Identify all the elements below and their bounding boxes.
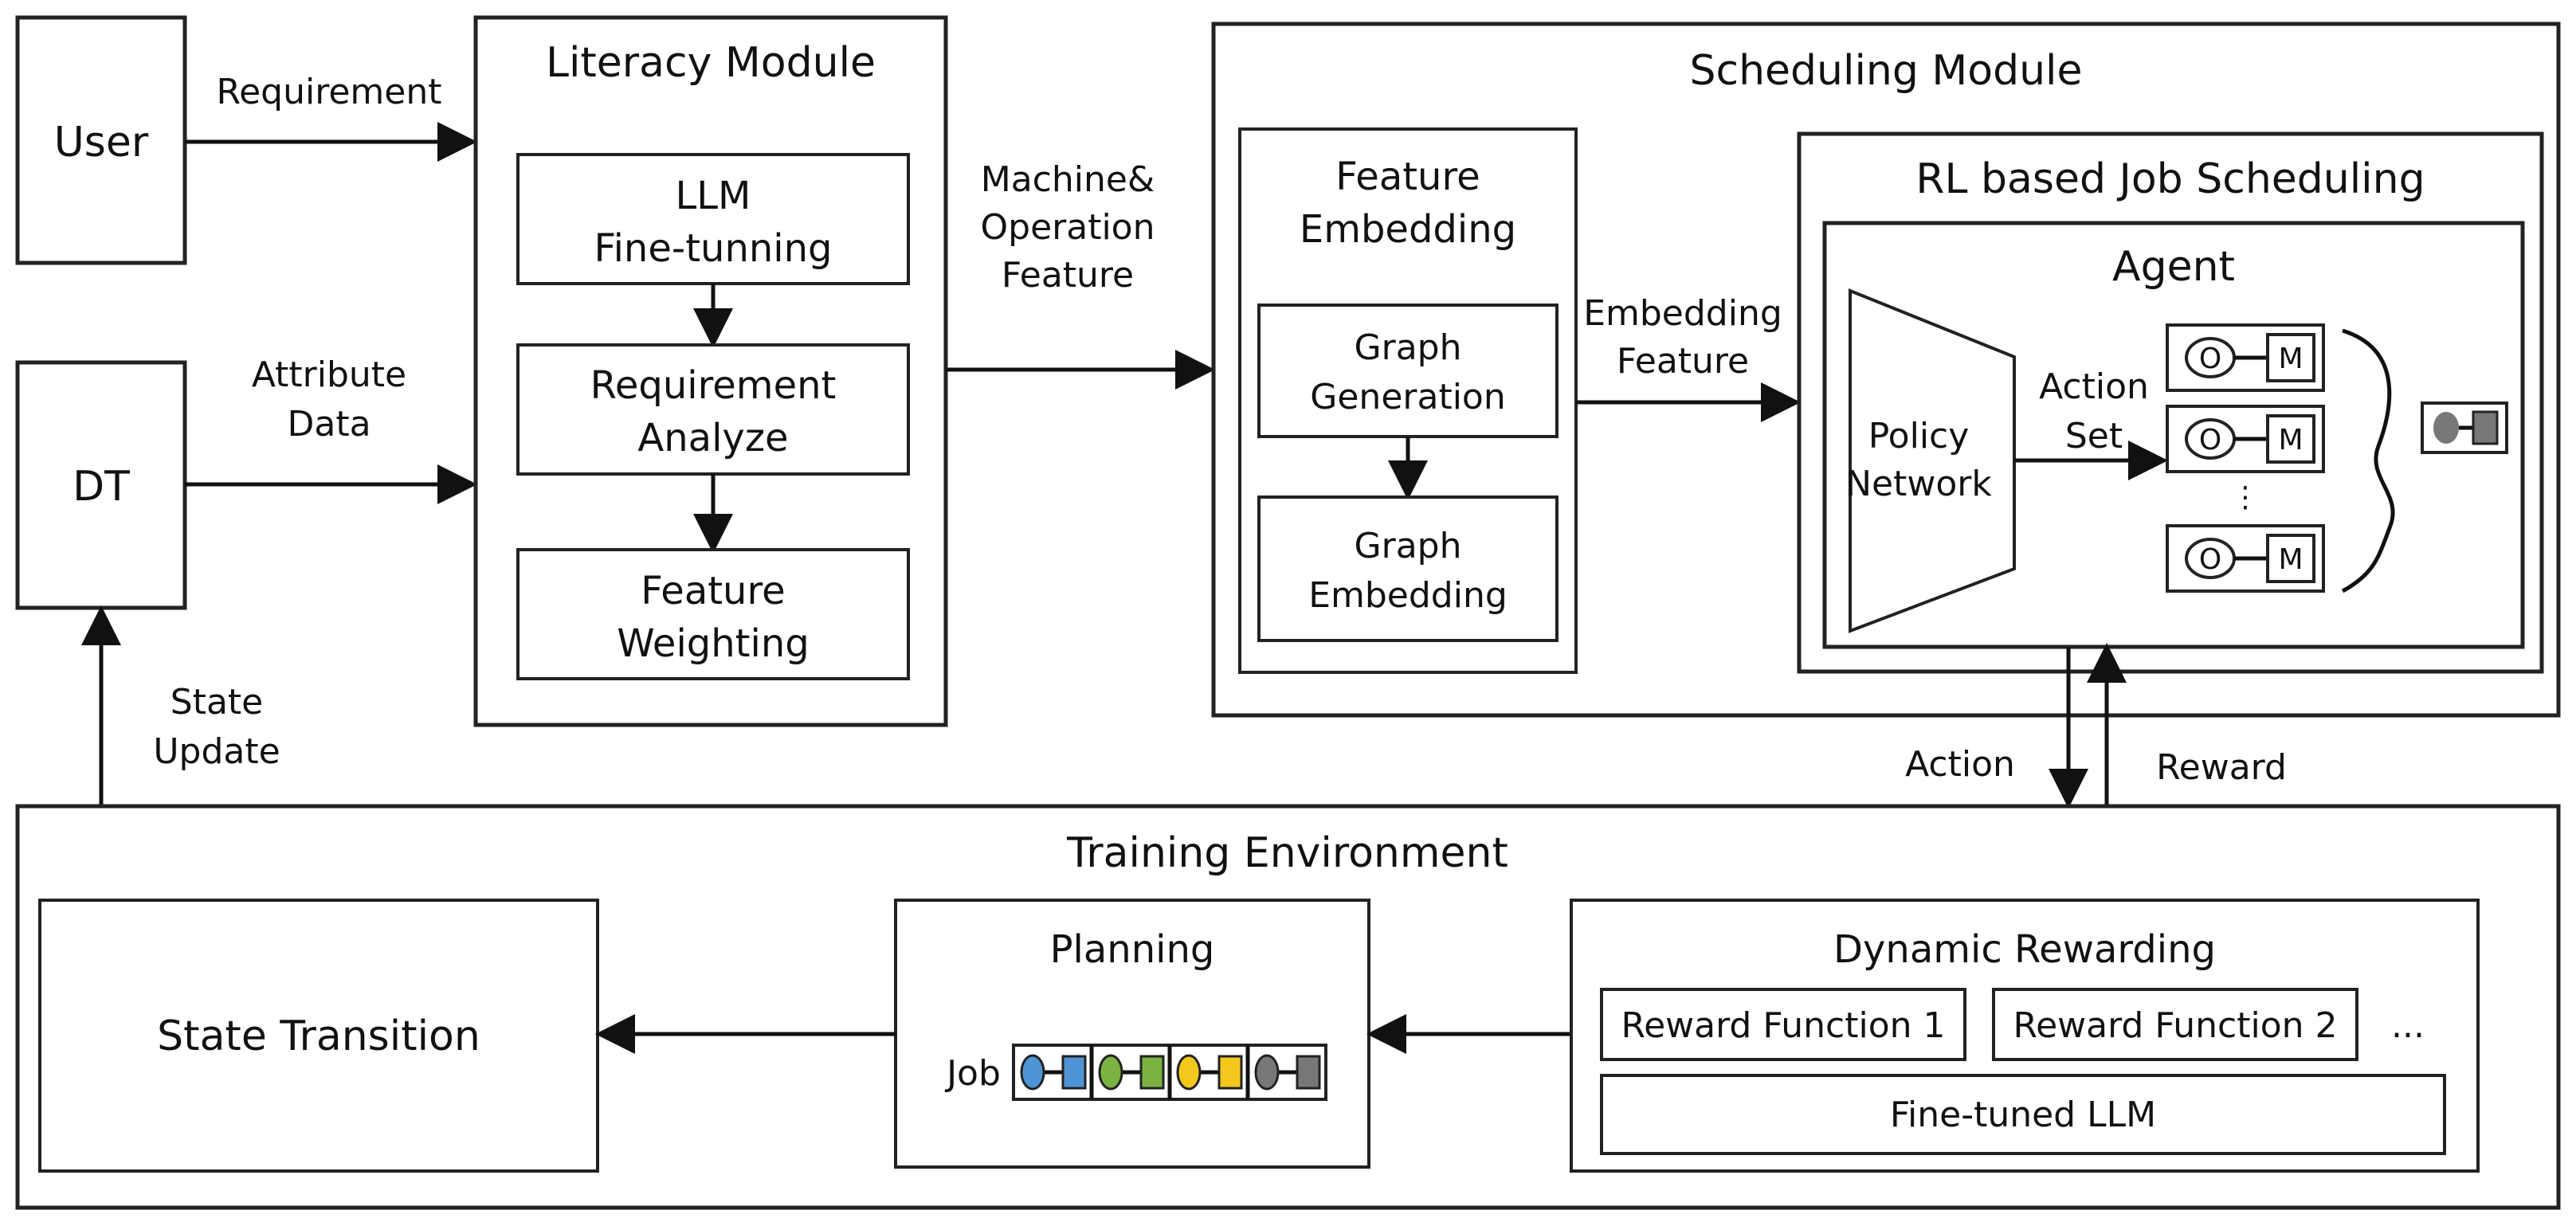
- policy-network-label-1: Policy: [1868, 416, 1970, 456]
- state-transition-box: [38, 899, 599, 1173]
- dt-label: DT: [73, 463, 130, 511]
- scheduling-module-title: Scheduling Module: [1690, 47, 2083, 95]
- vertical-ellipsis: ⋮: [2231, 481, 2260, 514]
- action-set-label-1: Action: [2039, 366, 2149, 407]
- operation-node-label: O: [2199, 343, 2221, 375]
- user-label: User: [54, 119, 149, 166]
- user-box: [15, 15, 187, 265]
- fine-tuned-llm-box: [1600, 1074, 2446, 1155]
- more-reward-functions-ellipsis: ...: [2391, 1005, 2425, 1046]
- action-set-label-2: Set: [2065, 416, 2123, 456]
- job-operation-gray: [1254, 1054, 1321, 1091]
- planning-title: Planning: [1050, 927, 1215, 972]
- reward-label: Reward: [2156, 747, 2287, 788]
- graph-generation-box: [1257, 304, 1559, 438]
- machine-feature-label-3: Feature: [1002, 255, 1134, 296]
- embedding-feature-label-2: Feature: [1617, 341, 1749, 382]
- state-transition-label: State Transition: [157, 1013, 480, 1060]
- selected-operation-icon: [2433, 412, 2459, 444]
- graph-embedding-box: [1257, 495, 1559, 642]
- fine-tuned-llm-label: Fine-tuned LLM: [1890, 1095, 2156, 1135]
- reward-function-1-label: Reward Function 1: [1621, 1005, 1946, 1046]
- planning-box: [894, 899, 1370, 1169]
- machine-node-label: M: [2278, 543, 2303, 576]
- feature-embedding-label-2: Embedding: [1300, 207, 1516, 252]
- dt-box: [15, 360, 187, 610]
- job-label: Job: [944, 1053, 1001, 1094]
- job-operation-green: [1098, 1054, 1165, 1091]
- job-machine-icon: [1296, 1055, 1321, 1090]
- llm-finetuning-label-2: Fine-tunning: [594, 226, 832, 271]
- machine-node-icon: [2266, 333, 2315, 382]
- operation-node-label: O: [2199, 424, 2221, 456]
- action-set-item: O M: [2166, 323, 2325, 392]
- reward-function-2-box: [1992, 988, 2358, 1061]
- selection-brace: [2341, 328, 2395, 593]
- graph-embedding-label-2: Embedding: [1308, 575, 1508, 616]
- machine-node-icon: [2266, 534, 2315, 583]
- policy-network-shape: [1849, 288, 2016, 633]
- job-machine-icon: [1061, 1055, 1087, 1090]
- job-operation-blue: [1020, 1054, 1087, 1091]
- action-label: Action: [1905, 744, 2015, 785]
- job-machine-icon: [1217, 1055, 1243, 1090]
- graph-generation-label-2: Generation: [1310, 377, 1505, 417]
- machine-node-icon: [2266, 414, 2315, 464]
- requirement-analyze-label-1: Requirement: [590, 363, 837, 408]
- llm-finetuning-box: [516, 153, 910, 285]
- requirement-label: Requirement: [217, 72, 442, 112]
- state-update-label-1: State: [171, 682, 263, 723]
- machine-feature-label-2: Operation: [981, 207, 1155, 248]
- reward-function-1-box: [1600, 988, 1966, 1061]
- attribute-data-label-1: Attribute: [252, 354, 406, 395]
- machine-feature-label-1: Machine&: [981, 159, 1155, 200]
- machine-node-label: M: [2278, 343, 2303, 375]
- feature-weighting-label-1: Feature: [641, 569, 785, 613]
- job-machine-icon: [1139, 1055, 1165, 1090]
- graph-embedding-label-1: Graph: [1355, 526, 1462, 566]
- selected-machine-icon: [2472, 410, 2499, 445]
- reward-function-2-label: Reward Function 2: [2013, 1005, 2338, 1046]
- action-set-item: O M: [2166, 405, 2325, 473]
- attribute-data-label-2: Data: [287, 404, 371, 445]
- rl-job-scheduling-title: RL based Job Scheduling: [1915, 155, 2425, 203]
- graph-generation-label-1: Graph: [1355, 327, 1462, 368]
- state-update-label-2: Update: [153, 731, 280, 772]
- machine-node-label: M: [2278, 424, 2303, 456]
- llm-finetuning-label-1: LLM: [676, 174, 751, 218]
- dynamic-rewarding-title: Dynamic Rewarding: [1833, 927, 2216, 972]
- feature-weighting-box: [516, 548, 910, 680]
- job-op-icon: [1020, 1054, 1045, 1091]
- feature-embedding-label-1: Feature: [1335, 155, 1480, 199]
- action-set-item: O M: [2166, 524, 2325, 593]
- job-operation-yellow: [1176, 1054, 1243, 1091]
- embedding-feature-label-1: Embedding: [1583, 293, 1782, 334]
- feature-weighting-label-2: Weighting: [617, 621, 809, 666]
- requirement-analyze-label-2: Analyze: [637, 416, 788, 460]
- training-environment-title: Training Environment: [1066, 829, 1508, 877]
- policy-network-label-2: Network: [1845, 464, 1992, 504]
- job-op-icon: [1098, 1054, 1123, 1091]
- job-op-icon: [1254, 1054, 1280, 1091]
- agent-title: Agent: [2112, 243, 2235, 291]
- operation-node-label: O: [2199, 543, 2221, 576]
- literacy-module-title: Literacy Module: [546, 39, 876, 87]
- job-op-icon: [1176, 1054, 1202, 1091]
